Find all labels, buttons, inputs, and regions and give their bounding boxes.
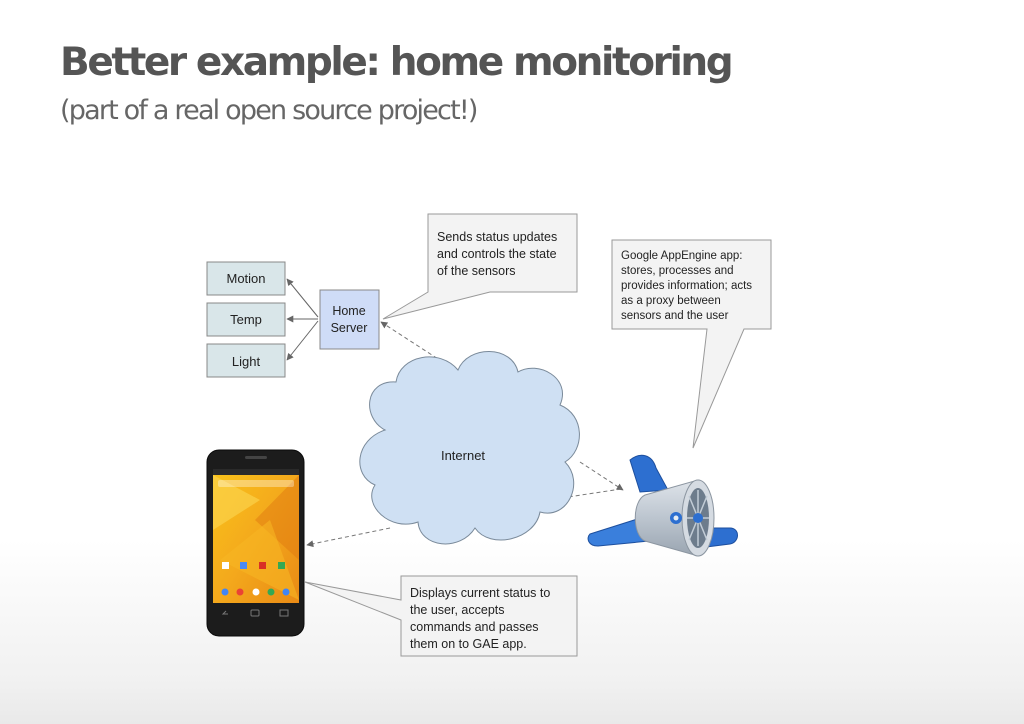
phone-callout-line4: them on to GAE app.	[410, 637, 527, 651]
gae-callout-line5: sensors and the user	[621, 310, 729, 322]
gae-callout: Google AppEngine app: stores, processes …	[611, 239, 772, 449]
sensor-light: Light	[206, 343, 286, 378]
home-server-label-line1: Home	[332, 304, 365, 318]
app-engine-logo	[587, 454, 738, 557]
slide-title: Better example: home monitoring	[60, 40, 734, 85]
sensor-motion: Motion	[206, 261, 286, 296]
home-server: Home Server	[319, 289, 380, 350]
server-callout-line3: of the sensors	[437, 264, 516, 278]
app-icons-row	[222, 562, 285, 569]
phone-callout: Displays current status to the user, acc…	[304, 575, 578, 657]
gae-callout-line1: Google AppEngine app:	[621, 250, 743, 262]
home-server-label-line2: Server	[331, 321, 368, 335]
phone-callout-line2: the user, accepts	[410, 603, 505, 617]
internet-cloud: Internet	[359, 351, 580, 545]
nav-buttons	[221, 609, 289, 617]
gae-callout-line4: as a proxy between	[621, 295, 721, 307]
phone-callout-line1: Displays current status to	[410, 586, 550, 600]
server-callout-line2: and controls the state	[437, 247, 557, 261]
slide-subtitle: (part of a real open source project!)	[60, 95, 478, 126]
sensor-light-label: Light	[232, 354, 261, 369]
server-sensor-arrows	[286, 278, 319, 361]
phone-callout-line3: commands and passes	[410, 620, 539, 634]
internet-label: Internet	[441, 448, 485, 463]
dock-icons	[221, 588, 290, 596]
gae-callout-line2: stores, processes and	[621, 265, 734, 277]
android-phone-icon	[206, 449, 305, 637]
sensor-motion-label: Motion	[226, 271, 265, 286]
sensor-temp-label: Temp	[230, 312, 262, 327]
sensor-temp: Temp	[206, 302, 286, 337]
server-callout: Sends status updates and controls the st…	[382, 213, 578, 320]
server-callout-line1: Sends status updates	[437, 230, 557, 244]
gae-callout-line3: provides information; acts	[621, 280, 752, 292]
